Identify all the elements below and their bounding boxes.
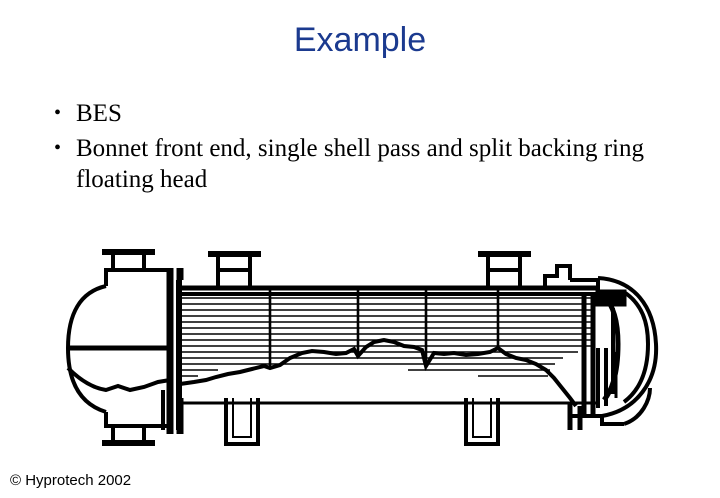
shell-outlet-nozzle	[478, 251, 531, 270]
stationary-tubesheet	[161, 268, 184, 434]
channel-nozzle-top	[102, 249, 155, 270]
heat-exchanger-diagram	[58, 248, 668, 452]
bullet-marker: •	[54, 137, 62, 159]
support-saddle-left	[224, 398, 260, 446]
bullet-text: Bonnet front end, single shell pass and …	[76, 135, 644, 193]
list-item: • BES	[54, 98, 674, 129]
support-saddle-right	[464, 398, 500, 446]
bullet-list: • BES • Bonnet front end, single shell p…	[54, 98, 674, 199]
shell-inlet-nozzle	[208, 251, 261, 270]
list-item: • Bonnet front end, single shell pass an…	[54, 133, 674, 195]
bullet-text: BES	[76, 100, 122, 127]
copyright-notice: © Hyprotech 2002	[10, 472, 132, 489]
page-title: Example	[293, 21, 427, 59]
baffles	[268, 290, 500, 368]
cutaway-break-line	[66, 337, 578, 408]
bonnet-front-head	[65, 268, 144, 428]
tube-bundle	[180, 297, 594, 377]
floating-head-cover	[597, 276, 659, 426]
rear-shell-flange	[567, 278, 603, 430]
shell-vent-nozzle	[543, 264, 572, 288]
shell-outer-wall	[179, 268, 598, 405]
channel-nozzle-bottom	[102, 426, 155, 446]
bullet-marker: •	[54, 102, 62, 124]
split-backing-ring	[595, 289, 627, 408]
heat-exchanger-svg	[65, 249, 659, 446]
